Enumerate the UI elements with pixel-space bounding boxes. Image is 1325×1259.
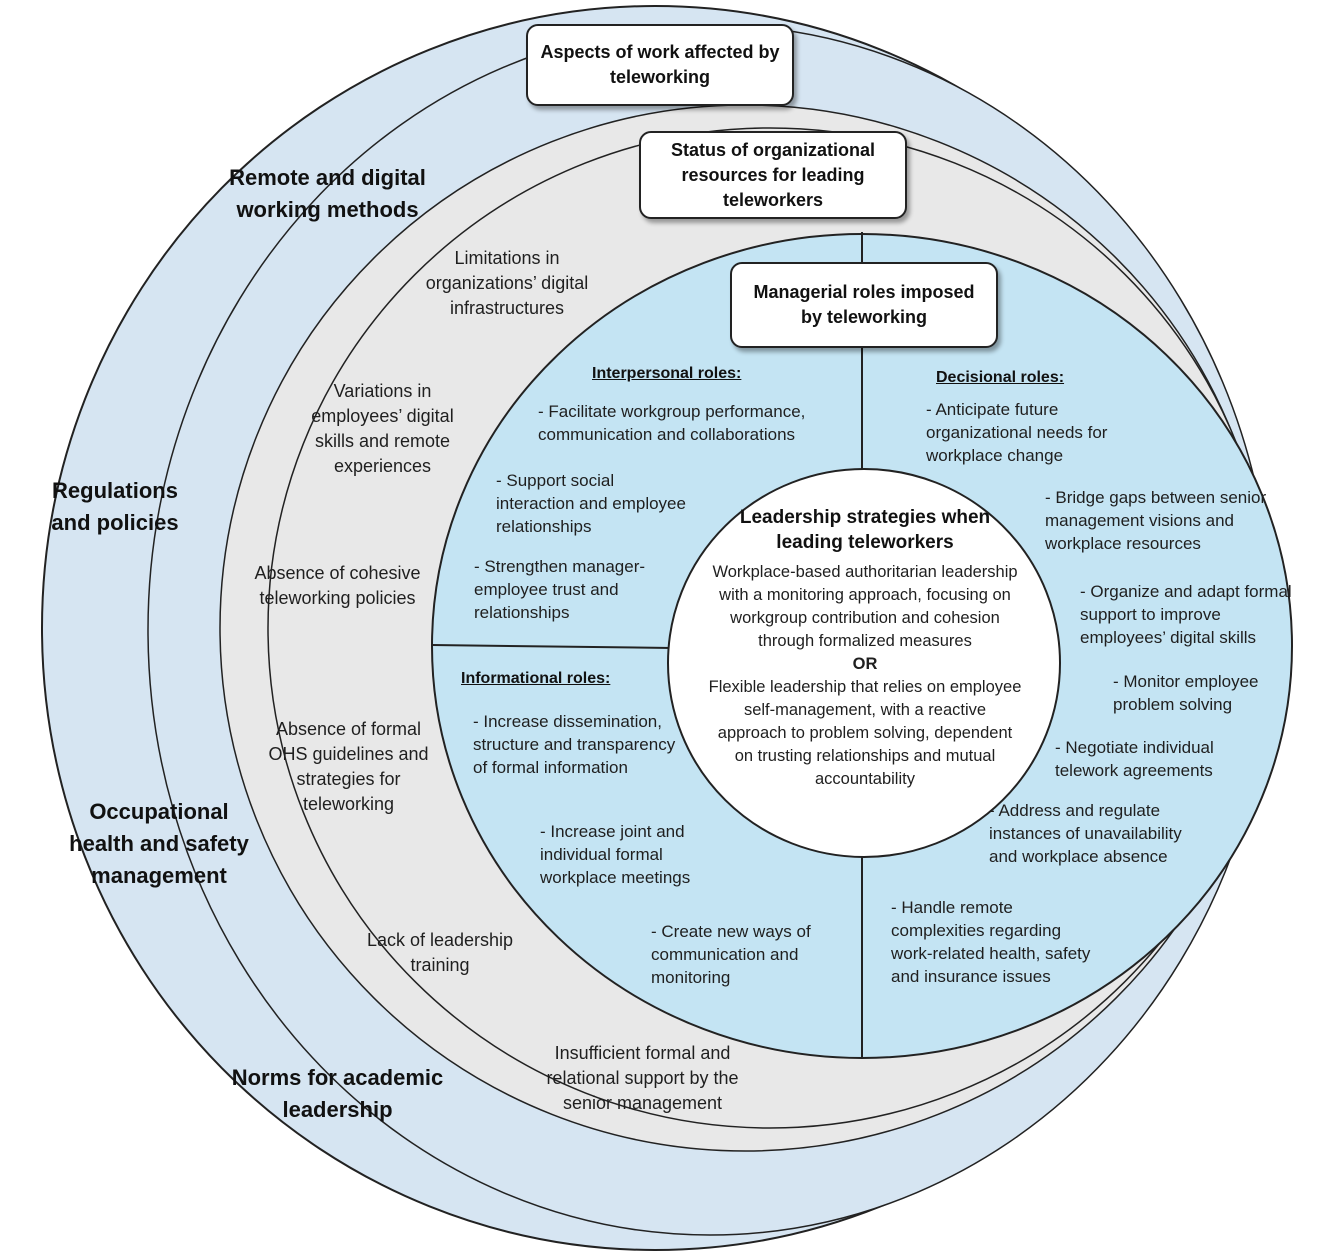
decisional-title: Decisional roles: xyxy=(936,369,1065,386)
label-ohs: Occupational health and safety managemen… xyxy=(69,799,249,888)
strategy-a: Workplace-based authoritarian leadership… xyxy=(712,563,1018,650)
label-lack-training: Lack of leadership training xyxy=(366,930,514,975)
informational-title: Informational roles: xyxy=(461,670,611,687)
center-circle xyxy=(667,468,1061,858)
decisional-item-1: - Anticipate future organizational needs… xyxy=(926,400,1108,465)
decisional-item-7: - Handle remote complexities regarding w… xyxy=(891,898,1091,986)
informational-item-3: - Create new ways of communication and m… xyxy=(651,922,811,987)
label-limitations: Limitations in organizations’ digital in… xyxy=(425,248,589,318)
decisional-item-6: - Address and regulate instances of unav… xyxy=(989,801,1182,866)
interpersonal-item-2: - Support social interaction and employe… xyxy=(496,471,686,536)
label-variations: Variations in employees’ digital skills … xyxy=(311,381,454,476)
informational-item-1: - Increase dissemination, structure and … xyxy=(473,712,676,777)
label-regulations: Regulations and policies xyxy=(51,478,179,535)
interpersonal-item-3: - Strengthen manager-employee trust and … xyxy=(474,557,646,622)
label-remote-digital: Remote and digital working methods xyxy=(229,165,426,222)
decisional-item-5: - Negotiate individual telework agreemen… xyxy=(1055,738,1214,780)
interpersonal-title: Interpersonal roles: xyxy=(592,365,742,382)
label-norms: Norms for academic leadership xyxy=(231,1065,444,1122)
informational-item-2: - Increase joint and individual formal w… xyxy=(540,822,691,887)
label-insufficient: Insufficient formal and relational suppo… xyxy=(546,1043,739,1113)
status-box: Status of organizational resources for l… xyxy=(639,131,907,219)
strategy-b: Flexible leadership that relies on emplo… xyxy=(708,678,1022,788)
aspects-box: Aspects of work affected by teleworking xyxy=(526,24,794,106)
center-title: Leadership strategies when leading telew… xyxy=(739,507,991,553)
interpersonal-item-1: - Facilitate workgroup performance, comm… xyxy=(538,402,806,444)
quadrant-divider-left xyxy=(431,644,673,649)
decisional-item-3: - Organize and adapt formal support to i… xyxy=(1080,582,1292,647)
strategy-or: OR xyxy=(852,655,878,673)
label-absence-policies: Absence of cohesive teleworking policies xyxy=(254,563,421,608)
decisional-item-2: - Bridge gaps between senior management … xyxy=(1045,488,1267,553)
label-absence-ohs: Absence of formal OHS guidelines and str… xyxy=(268,719,429,814)
decisional-item-4: - Monitor employee problem solving xyxy=(1113,672,1259,714)
managerial-box: Managerial roles imposed by teleworking xyxy=(730,262,998,348)
center-content: Leadership strategies when leading telew… xyxy=(700,505,1030,791)
